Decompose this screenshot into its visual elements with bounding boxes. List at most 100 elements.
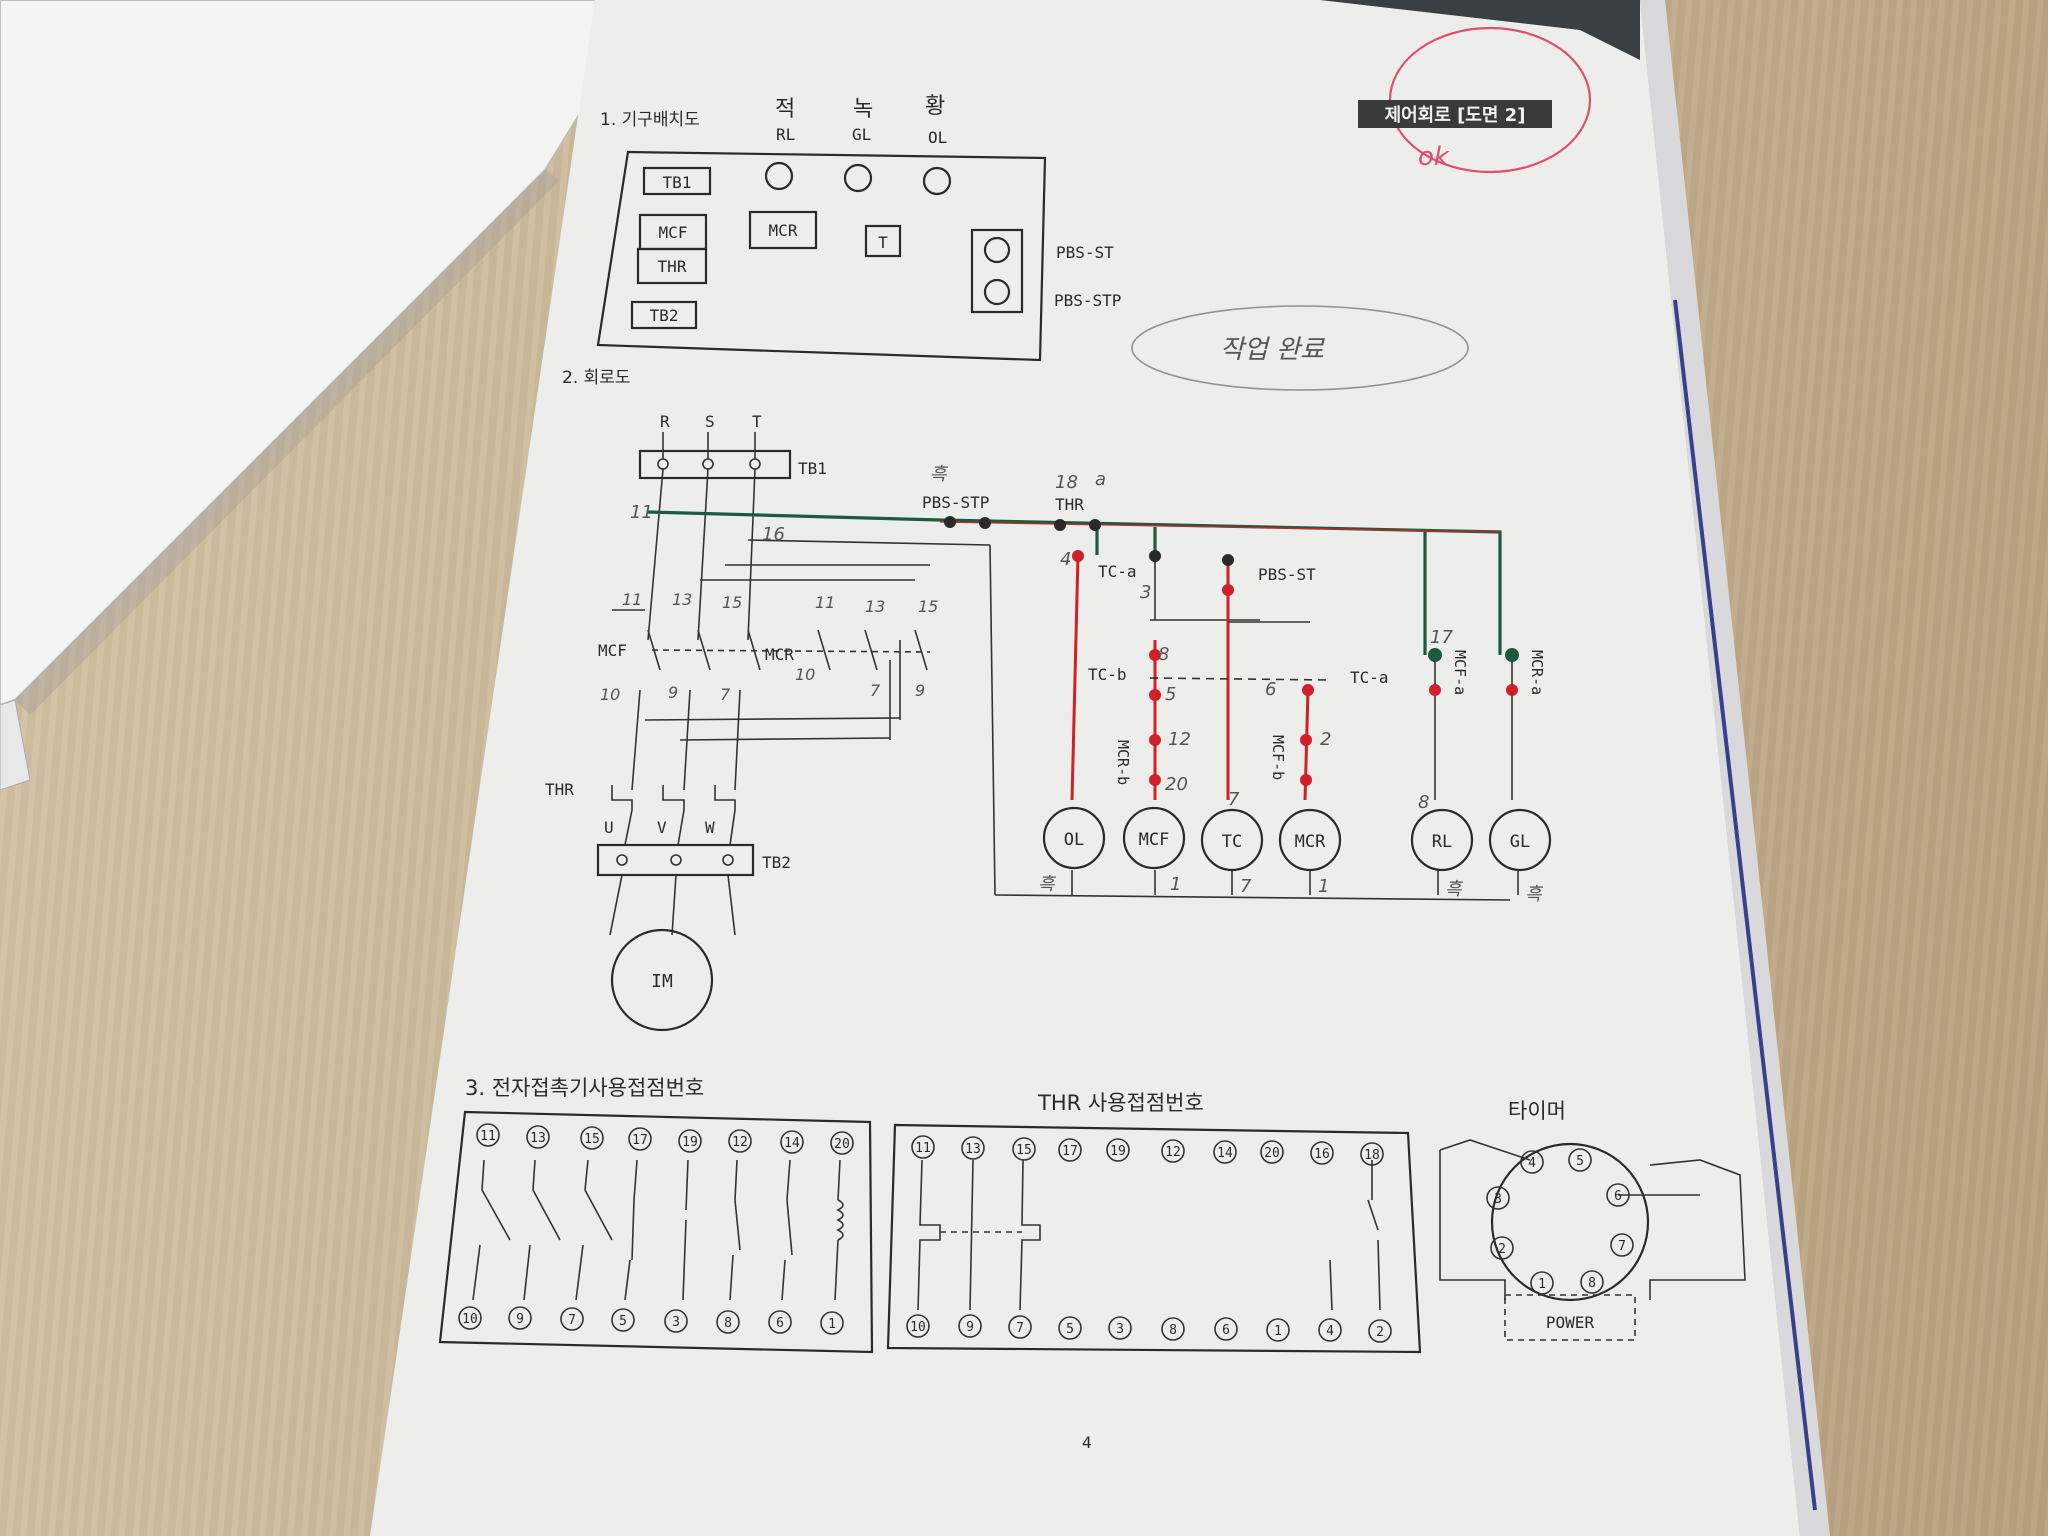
svg-text:9: 9 (516, 1312, 524, 1327)
lamp-gl-coil-label: GL (1510, 832, 1530, 852)
terminal-u: U (604, 818, 614, 837)
button-pbs-stp (983, 278, 1011, 306)
thr-node-a (1054, 519, 1066, 531)
page-top-shadow (1320, 0, 1640, 60)
pbs-stp-node-b (979, 517, 991, 529)
mcf-a-label: MCF-a (1451, 650, 1469, 695)
mcr-b-label: MCR-b (1114, 740, 1132, 785)
page-number: 4 (1082, 1433, 1092, 1452)
mcf-b-label: MCF-b (1269, 735, 1287, 780)
motor-label: IM (651, 971, 673, 992)
button-box (970, 228, 1024, 314)
control-nodes (1072, 550, 1519, 786)
svg-text:8: 8 (1588, 1276, 1596, 1291)
label-pbs-st: PBS-ST (1056, 243, 1114, 262)
svg-text:5: 5 (1576, 1154, 1584, 1169)
coil-mcf (1122, 806, 1186, 870)
svg-text:8: 8 (1418, 792, 1429, 813)
svg-text:6: 6 (1265, 679, 1276, 700)
svg-text:7: 7 (1228, 789, 1240, 810)
svg-text:15: 15 (722, 593, 742, 612)
pbs-stp-label: PBS-STP (922, 493, 989, 512)
svg-text:6: 6 (1614, 1189, 1622, 1204)
svg-text:10: 10 (462, 1312, 478, 1327)
tb1-label: TB1 (798, 459, 827, 478)
coil-ol (1042, 806, 1106, 870)
phase-t: T (752, 412, 762, 431)
pbs-st-label: PBS-ST (1258, 565, 1316, 584)
svg-text:3: 3 (1140, 582, 1151, 603)
svg-text:10: 10 (795, 665, 815, 684)
svg-text:1: 1 (1318, 876, 1329, 897)
svg-text:7: 7 (720, 685, 731, 704)
timer-socket: 1 2 3 4 5 6 7 8 POWER (1439, 1139, 1746, 1341)
hand-node-labels: 11 16 흑 4 18 a 3 8 5 12 20 6 2 7 8 17 (630, 464, 1453, 813)
svg-text:15: 15 (1016, 1143, 1032, 1158)
svg-text:7: 7 (1016, 1321, 1024, 1336)
mcr-a-label: MCR-a (1528, 650, 1546, 695)
box-timer-label: T (878, 233, 888, 252)
svg-text:2: 2 (1498, 1242, 1506, 1257)
svg-text:7: 7 (1240, 876, 1252, 897)
main-contacts (647, 629, 931, 671)
svg-text:12: 12 (1165, 1145, 1181, 1160)
thr-node-b (1089, 519, 1101, 531)
sheet-edge-shadow (15, 170, 560, 715)
tb2-terminals (616, 854, 734, 866)
box-tb1 (642, 166, 712, 196)
svg-text:8: 8 (724, 1316, 732, 1331)
tb1-strip (638, 449, 792, 480)
phase-s: S (705, 412, 715, 431)
main-wire-labels: 11 13 15 11 13 15 10 9 7 10 7 9 (600, 590, 938, 704)
document-page (370, 0, 1800, 1536)
lamp-rl-coil (1410, 808, 1474, 872)
timer-title: 타이머 (1508, 1099, 1566, 1123)
svg-text:4: 4 (1060, 549, 1071, 570)
pbs-stp-node-a (944, 516, 956, 528)
svg-text:20: 20 (1165, 774, 1188, 795)
box-mcr (748, 210, 818, 250)
svg-text:흑: 흑 (1525, 884, 1544, 905)
svg-text:7: 7 (1618, 1239, 1626, 1254)
svg-text:POWER: POWER (1546, 1313, 1595, 1332)
svg-text:11: 11 (915, 1141, 931, 1156)
stamp-note: ok (1418, 142, 1450, 172)
svg-text:8: 8 (1169, 1323, 1177, 1338)
svg-text:19: 19 (682, 1135, 698, 1150)
box-timer (864, 224, 902, 258)
lamp-mark-gl: 녹 (853, 97, 873, 122)
svg-text:2: 2 (1376, 1325, 1384, 1340)
layout-panel (596, 150, 1047, 362)
contactor-mcr: MCR (765, 645, 794, 664)
motor (610, 928, 714, 1032)
svg-text:13: 13 (672, 590, 692, 609)
svg-text:3: 3 (672, 1315, 680, 1330)
svg-text:흑: 흑 (1038, 874, 1057, 895)
coil-mcr-label: MCR (1295, 832, 1326, 852)
svg-text:18: 18 (1364, 1148, 1380, 1163)
svg-text:5: 5 (1165, 684, 1176, 705)
svg-text:18: 18 (1055, 472, 1078, 493)
box-thr (636, 247, 708, 285)
svg-text:흑: 흑 (930, 464, 949, 485)
box-thr-label: THR (658, 257, 687, 276)
svg-text:7: 7 (568, 1313, 576, 1328)
svg-text:1: 1 (1538, 1277, 1546, 1292)
coil-tc (1200, 808, 1264, 872)
svg-text:5: 5 (1066, 1322, 1074, 1337)
lamp-mark-ol: 황 (925, 94, 945, 119)
svg-text:11: 11 (622, 590, 642, 609)
phase-r: R (660, 412, 670, 431)
overlapping-sheet (0, 0, 652, 707)
sheet-stack (0, 699, 31, 791)
thr-pin-panel (886, 1123, 1422, 1354)
load-coils: OL MCF TC MCR RL GL (1042, 806, 1552, 872)
svg-text:8: 8 (1158, 644, 1169, 665)
svg-text:9: 9 (966, 1320, 974, 1335)
svg-text:20: 20 (1264, 1146, 1280, 1161)
svg-text:4: 4 (1528, 1156, 1536, 1171)
svg-text:19: 19 (1110, 1144, 1126, 1159)
mc-top-pins: 11 13 15 17 19 12 14 20 (476, 1123, 854, 1155)
thr-label: THR (545, 780, 574, 799)
svg-text:1: 1 (1274, 1324, 1282, 1339)
